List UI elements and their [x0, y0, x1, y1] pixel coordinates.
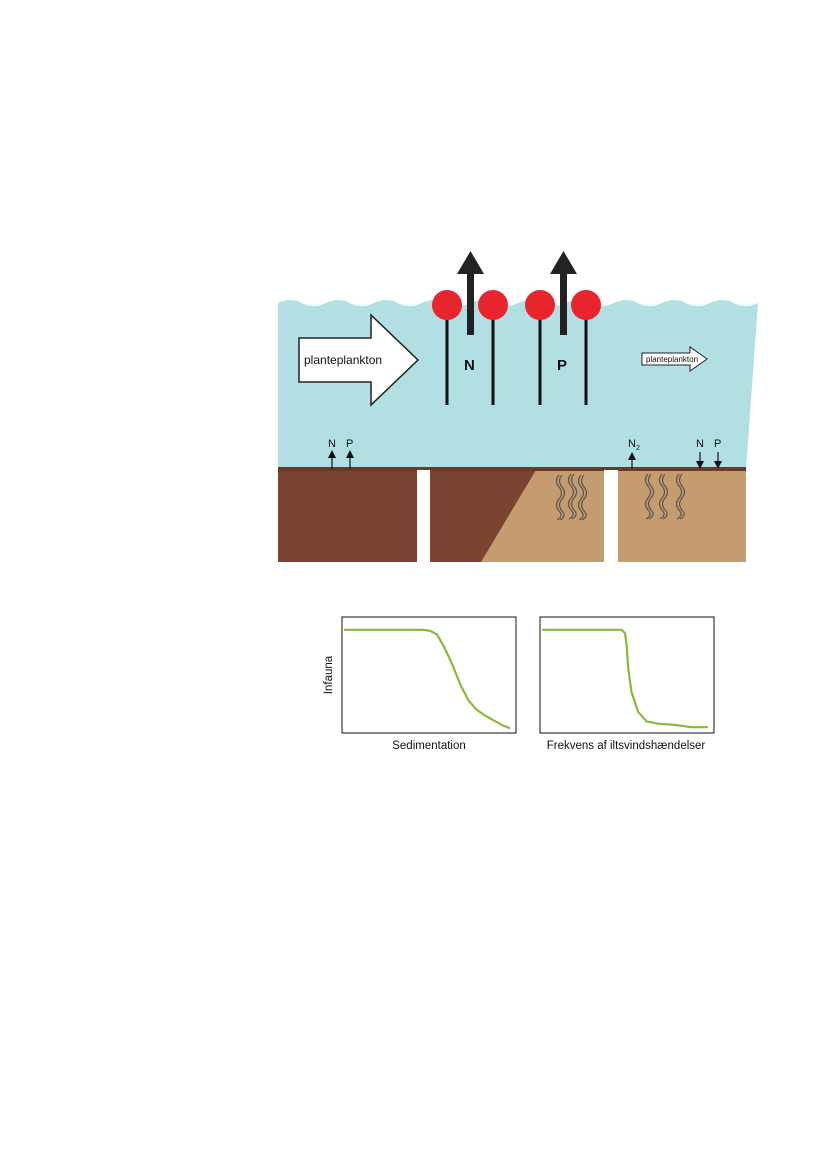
nutrient-n-label: N — [464, 357, 475, 374]
flux-n2-subscript: 2 — [636, 445, 640, 452]
flux-left-n: N — [328, 438, 336, 450]
up-arrow-shaft — [467, 272, 474, 335]
buoy-icon — [432, 290, 462, 320]
flux-right-p: P — [714, 438, 721, 450]
chart-xlabel-iltsvind: Frekvens af iltsvindshændelser — [547, 740, 706, 752]
up-arrow-head — [457, 251, 484, 274]
sediment — [278, 467, 746, 564]
nutrient-p-label: P — [557, 357, 567, 374]
sediment-surface-line — [278, 467, 746, 471]
inflow-label: planteplankton — [304, 353, 382, 367]
chart-xlabel-sedimentation: Sedimentation — [392, 740, 466, 752]
buoy-icon — [525, 290, 555, 320]
buoy-icon — [478, 290, 508, 320]
panel-gap-2 — [604, 470, 618, 564]
chart-ylabel-infauna: Infauna — [323, 655, 335, 694]
buoy-icon — [571, 290, 601, 320]
chart-iltsvind: Frekvens af iltsvindshændelser — [540, 617, 714, 752]
chart-frame — [342, 617, 516, 733]
sediment-panel-3 — [618, 470, 746, 562]
flux-n2-main: N — [628, 438, 636, 450]
up-arrow-shaft — [560, 272, 567, 335]
panel-gap-1 — [417, 470, 430, 564]
up-arrow-head — [550, 251, 577, 274]
chart-frame — [540, 617, 714, 733]
flux-right-n: N — [696, 438, 704, 450]
chart-sedimentation: Sedimentation Infauna — [323, 617, 516, 752]
flux-left-p: P — [346, 438, 353, 450]
outflow-label: planteplankton — [646, 355, 698, 364]
sediment-panel-1 — [278, 470, 417, 562]
